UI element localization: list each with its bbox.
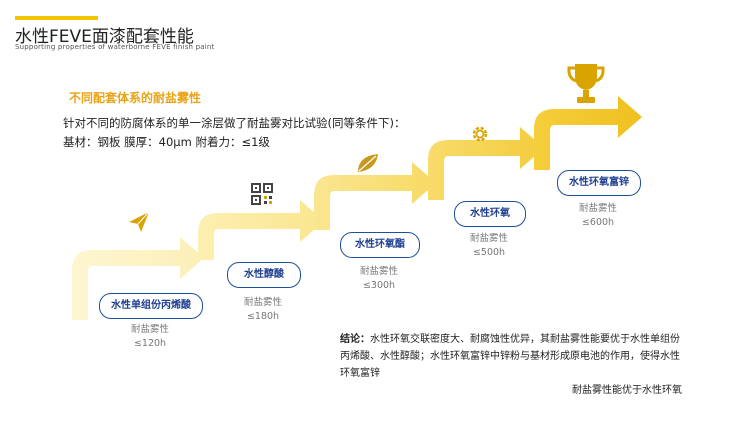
- metric-value: ≤180h: [246, 311, 280, 322]
- step-arrow-5: [534, 96, 642, 170]
- conclusion-prefix: 结论：: [340, 334, 370, 345]
- intro-line-2: 基材：钢板 膜厚：40μm 附着力：≤1级: [63, 135, 270, 149]
- title-accent-bar: [15, 16, 98, 20]
- metric-label: 耐盐雾性: [243, 297, 282, 308]
- metric-value: ≤600h: [581, 217, 615, 228]
- metric-label: 耐盐雾性: [578, 203, 617, 214]
- section-heading: 不同配套体系的耐盐雾性: [69, 91, 202, 105]
- step-arrow-1: [72, 237, 204, 320]
- conclusion-body: 水性环氧交联密度大、耐腐蚀性优异，其耐盐雾性能要优于水性单组份丙烯酸、水性醇酸；…: [340, 334, 680, 379]
- tier-metric-epoxy: 耐盐雾性 ≤500h: [454, 232, 524, 260]
- metric-label: 耐盐雾性: [469, 233, 508, 244]
- step-arrow-3: [314, 162, 436, 230]
- intro-line-1: 针对不同的防腐体系的单一涂层做了耐盐雾对比试验(同等条件下)：: [63, 116, 406, 130]
- tier-label-epoxy: 水性环氧: [454, 201, 526, 227]
- metric-value: ≤300h: [362, 280, 396, 291]
- page-title: 水性FEVE面漆配套性能: [15, 27, 194, 47]
- tier-metric-zinc-rich-epoxy: 耐盐雾性 ≤600h: [563, 202, 633, 230]
- step-arrow-4: [428, 127, 544, 200]
- page-subtitle: Supporting properties of waterborne FEVE…: [15, 43, 215, 51]
- gear-icon: [472, 126, 488, 142]
- conclusion-text: 结论：水性环氧交联密度大、耐腐蚀性优异，其耐盐雾性能要优于水性单组份丙烯酸、水性…: [340, 331, 682, 399]
- trophy-icon: [567, 64, 605, 103]
- tier-label-epoxy-ester: 水性环氧酯: [340, 232, 420, 258]
- metric-value: ≤120h: [133, 338, 167, 349]
- metric-label: 耐盐雾性: [130, 324, 169, 335]
- conclusion-last-line: 耐盐雾性能优于水性环氧: [572, 385, 682, 396]
- tier-label-alkyd: 水性醇酸: [227, 262, 301, 288]
- tier-label-zinc-rich-epoxy: 水性环氧富锌: [557, 170, 641, 196]
- tier-metric-acrylic: 耐盐雾性 ≤120h: [115, 323, 185, 351]
- leaf-icon: [358, 154, 378, 172]
- paper-plane-icon: [129, 211, 150, 232]
- step-arrow-2: [198, 200, 324, 260]
- metric-value: ≤500h: [472, 247, 506, 258]
- tier-label-acrylic: 水性单组份丙烯酸: [99, 293, 203, 319]
- tier-metric-epoxy-ester: 耐盐雾性 ≤300h: [344, 265, 414, 293]
- metric-label: 耐盐雾性: [359, 266, 398, 277]
- tier-metric-alkyd: 耐盐雾性 ≤180h: [228, 296, 298, 324]
- qr-code-icon: [251, 183, 273, 205]
